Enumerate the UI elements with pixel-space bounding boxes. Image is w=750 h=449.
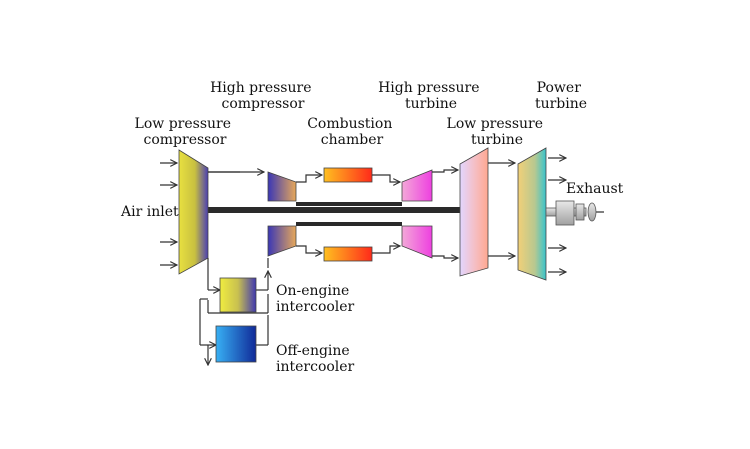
on-engine-intercooler-label: On-engine intercooler xyxy=(276,283,355,315)
lp-compressor-label: Low pressure compressor xyxy=(135,116,236,148)
hp-shaft-upper xyxy=(296,202,402,206)
hpc-to-combustion-flow xyxy=(296,175,322,253)
off-engine-intercooler-label: Off-engine intercooler xyxy=(276,343,355,375)
air-inlet-arrows xyxy=(160,163,177,265)
hp-compressor-label: High pressure compressor xyxy=(210,80,316,112)
air-inlet-label: Air inlet xyxy=(120,204,179,220)
power-turbine-label: Power turbine xyxy=(535,80,587,112)
lp-turbine-label: Low pressure turbine xyxy=(447,116,548,148)
off-engine-intercooler-box xyxy=(215,325,257,363)
lp-compressor-shape xyxy=(178,149,209,275)
combustion-chamber-lower xyxy=(323,246,373,262)
hp-compressor-upper-shape xyxy=(267,171,297,202)
intercooler-piping xyxy=(199,258,268,365)
combustion-chamber-label: Combustion chamber xyxy=(307,116,397,148)
on-engine-intercooler-box xyxy=(219,277,257,313)
power-turbine-shape xyxy=(517,147,547,281)
lpt-to-pt-flow xyxy=(488,163,515,256)
output-generator xyxy=(545,200,604,226)
exhaust-label: Exhaust xyxy=(566,181,624,197)
combustion-to-hpt-flow xyxy=(372,174,400,254)
hpt-to-lpt-flow xyxy=(432,170,458,258)
hp-turbine-lower-shape xyxy=(401,225,433,259)
lp-turbine-shape xyxy=(459,147,489,277)
combustion-chamber-upper xyxy=(323,167,373,183)
exhaust-arrows xyxy=(548,158,566,272)
hp-compressor-lower-shape xyxy=(267,225,297,257)
hp-turbine-label: High pressure turbine xyxy=(378,80,484,112)
hp-shaft-lower xyxy=(296,222,402,226)
engine-shaft xyxy=(208,207,460,213)
hp-turbine-upper-shape xyxy=(401,169,433,202)
